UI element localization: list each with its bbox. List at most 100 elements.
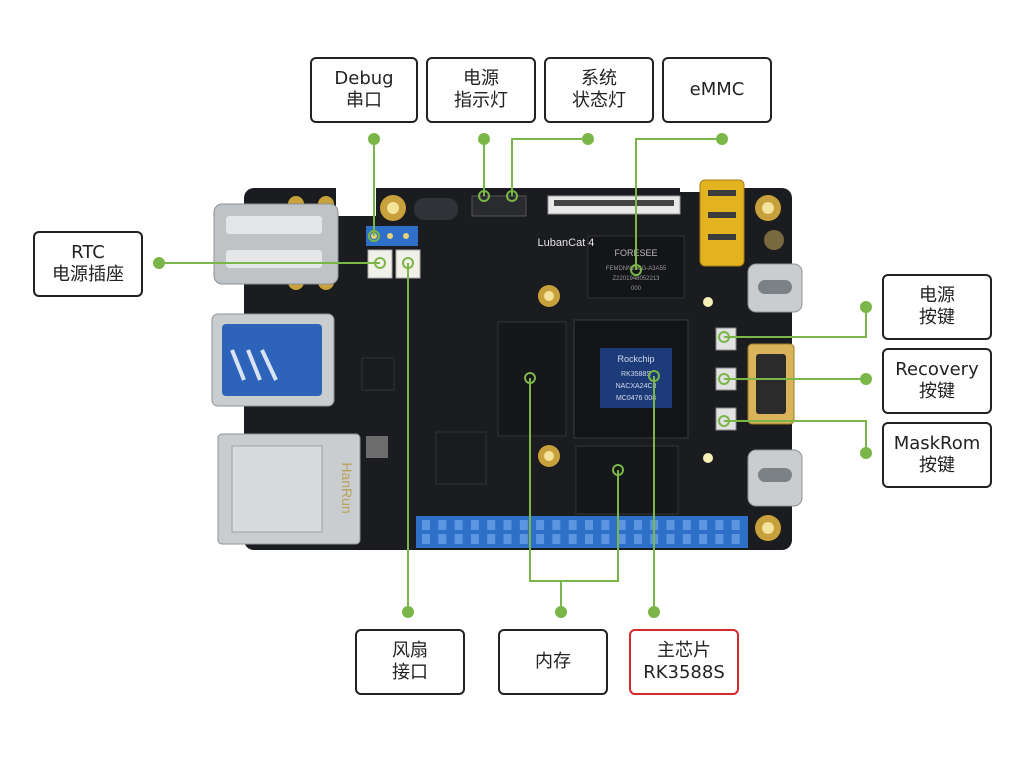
label-power-led-line2: 指示灯 <box>454 90 508 111</box>
usb-c-power-port <box>747 449 803 507</box>
debug-header <box>366 226 418 246</box>
gpio-pin <box>715 520 724 530</box>
gpio-pin <box>536 534 545 544</box>
gpio-pin <box>617 520 626 530</box>
label-fan-line1: 风扇 <box>392 640 428 661</box>
pwr-led-dot <box>703 453 713 463</box>
soc-brand-text: Rockchip <box>617 354 654 364</box>
gpio-pin <box>568 520 577 530</box>
gpio-pin <box>519 534 528 544</box>
audio-jack <box>699 179 784 267</box>
label-debug-line1: Debug <box>334 68 394 89</box>
inductor <box>366 436 388 458</box>
label-soc-line1: 主芯片 <box>656 640 711 661</box>
label-memory-line1: 内存 <box>535 651 571 672</box>
gpio-pin <box>552 534 561 544</box>
usb-port-top <box>213 203 339 285</box>
label-rtc-line2: 电源插座 <box>52 264 124 285</box>
label-soc-line2: RK3588S <box>643 662 725 683</box>
ethernet-brand-text: HanRun <box>339 462 355 513</box>
gpio-pin <box>470 520 479 530</box>
callout-dots <box>153 133 872 618</box>
label-emmc-line1: eMMC <box>689 79 745 100</box>
hdmi-port <box>747 343 795 425</box>
pmic-chip <box>435 431 487 485</box>
label-recovery-key-line2: 按键 <box>919 381 955 402</box>
emmc-line-2: Z2201948052213 <box>612 276 660 282</box>
gpio-pin <box>536 520 545 530</box>
board-model-text: LubanCat 4 <box>538 237 595 249</box>
label-rtc-line1: RTC <box>71 242 105 263</box>
gpio-pin <box>699 534 708 544</box>
gpio-pin <box>585 534 593 544</box>
label-fan: 风扇接口 <box>355 629 465 695</box>
label-power-key: 电源按键 <box>882 274 992 340</box>
gpio-pin <box>699 520 708 530</box>
memory-chip-left <box>497 321 567 437</box>
gpio-pin <box>617 534 626 544</box>
gpio-pin <box>454 520 463 530</box>
gpio-pin <box>422 520 430 530</box>
soc-line-3: MC0476 008 <box>616 395 656 402</box>
label-maskrom-key-line2: 按键 <box>918 455 955 476</box>
gpio-pin <box>731 520 740 530</box>
label-memory: 内存 <box>498 629 608 695</box>
soc-line-1: RK3588S <box>621 371 651 378</box>
gpio-pin <box>731 534 740 544</box>
gpio-pin <box>470 534 479 544</box>
soc-chip: Rockchip RK3588S NACXA24C8 MC0476 008 <box>573 319 689 439</box>
label-status-led-line2: 状态灯 <box>572 90 626 111</box>
gpio-pin <box>422 534 430 544</box>
gpio-pin <box>633 520 642 530</box>
label-power-led-line1: 电源 <box>463 68 499 89</box>
gpio-pin <box>666 520 675 530</box>
power-led-dot <box>703 297 713 307</box>
gpio-pin <box>568 534 577 544</box>
label-power-led: 电源指示灯 <box>426 57 536 123</box>
gpio-pin <box>454 534 463 544</box>
callout-lines <box>159 138 867 612</box>
usb-a-port <box>211 313 335 407</box>
callout-targets <box>368 190 730 476</box>
gpio-pin <box>633 534 642 544</box>
label-maskrom-key-line1: MaskRom <box>893 433 981 454</box>
gpio-pin <box>552 520 561 530</box>
label-power-key-line2: 按键 <box>919 307 955 328</box>
small-chip <box>361 357 395 391</box>
ethernet-port: HanRun <box>217 433 361 545</box>
mipi-connector <box>547 195 681 215</box>
gpio-pin <box>438 534 447 544</box>
gpio-pin <box>438 520 447 530</box>
gpio-pin <box>601 520 610 530</box>
gpio-pin <box>487 520 496 530</box>
gpio-pin <box>601 534 610 544</box>
gpio-pin <box>503 520 512 530</box>
gpio-header <box>416 516 748 548</box>
label-power-key-line1: 电源 <box>919 285 955 306</box>
usb-c-port-right <box>747 263 803 313</box>
soc-line-2: NACXA24C8 <box>616 383 657 390</box>
gpio-pin <box>715 534 724 544</box>
label-status-led-line1: 系统 <box>581 68 617 89</box>
gpio-pin <box>487 534 496 544</box>
gpio-pin <box>666 534 675 544</box>
label-emmc: eMMC <box>662 57 772 123</box>
gpio-pin <box>682 534 691 544</box>
label-recovery-key-line1: Recovery <box>895 359 979 380</box>
label-status-led: 系统状态灯 <box>544 57 654 123</box>
emmc-line-3: 000 <box>631 286 642 292</box>
gpio-pin <box>519 520 528 530</box>
label-debug-line2: 串口 <box>345 90 382 111</box>
label-fan-line2: 接口 <box>392 662 428 683</box>
gpio-pin <box>585 520 593 530</box>
ir-receiver <box>414 198 458 220</box>
gpio-pin <box>503 534 512 544</box>
memory-chip-bottom <box>575 445 679 515</box>
gpio-pin <box>682 520 691 530</box>
